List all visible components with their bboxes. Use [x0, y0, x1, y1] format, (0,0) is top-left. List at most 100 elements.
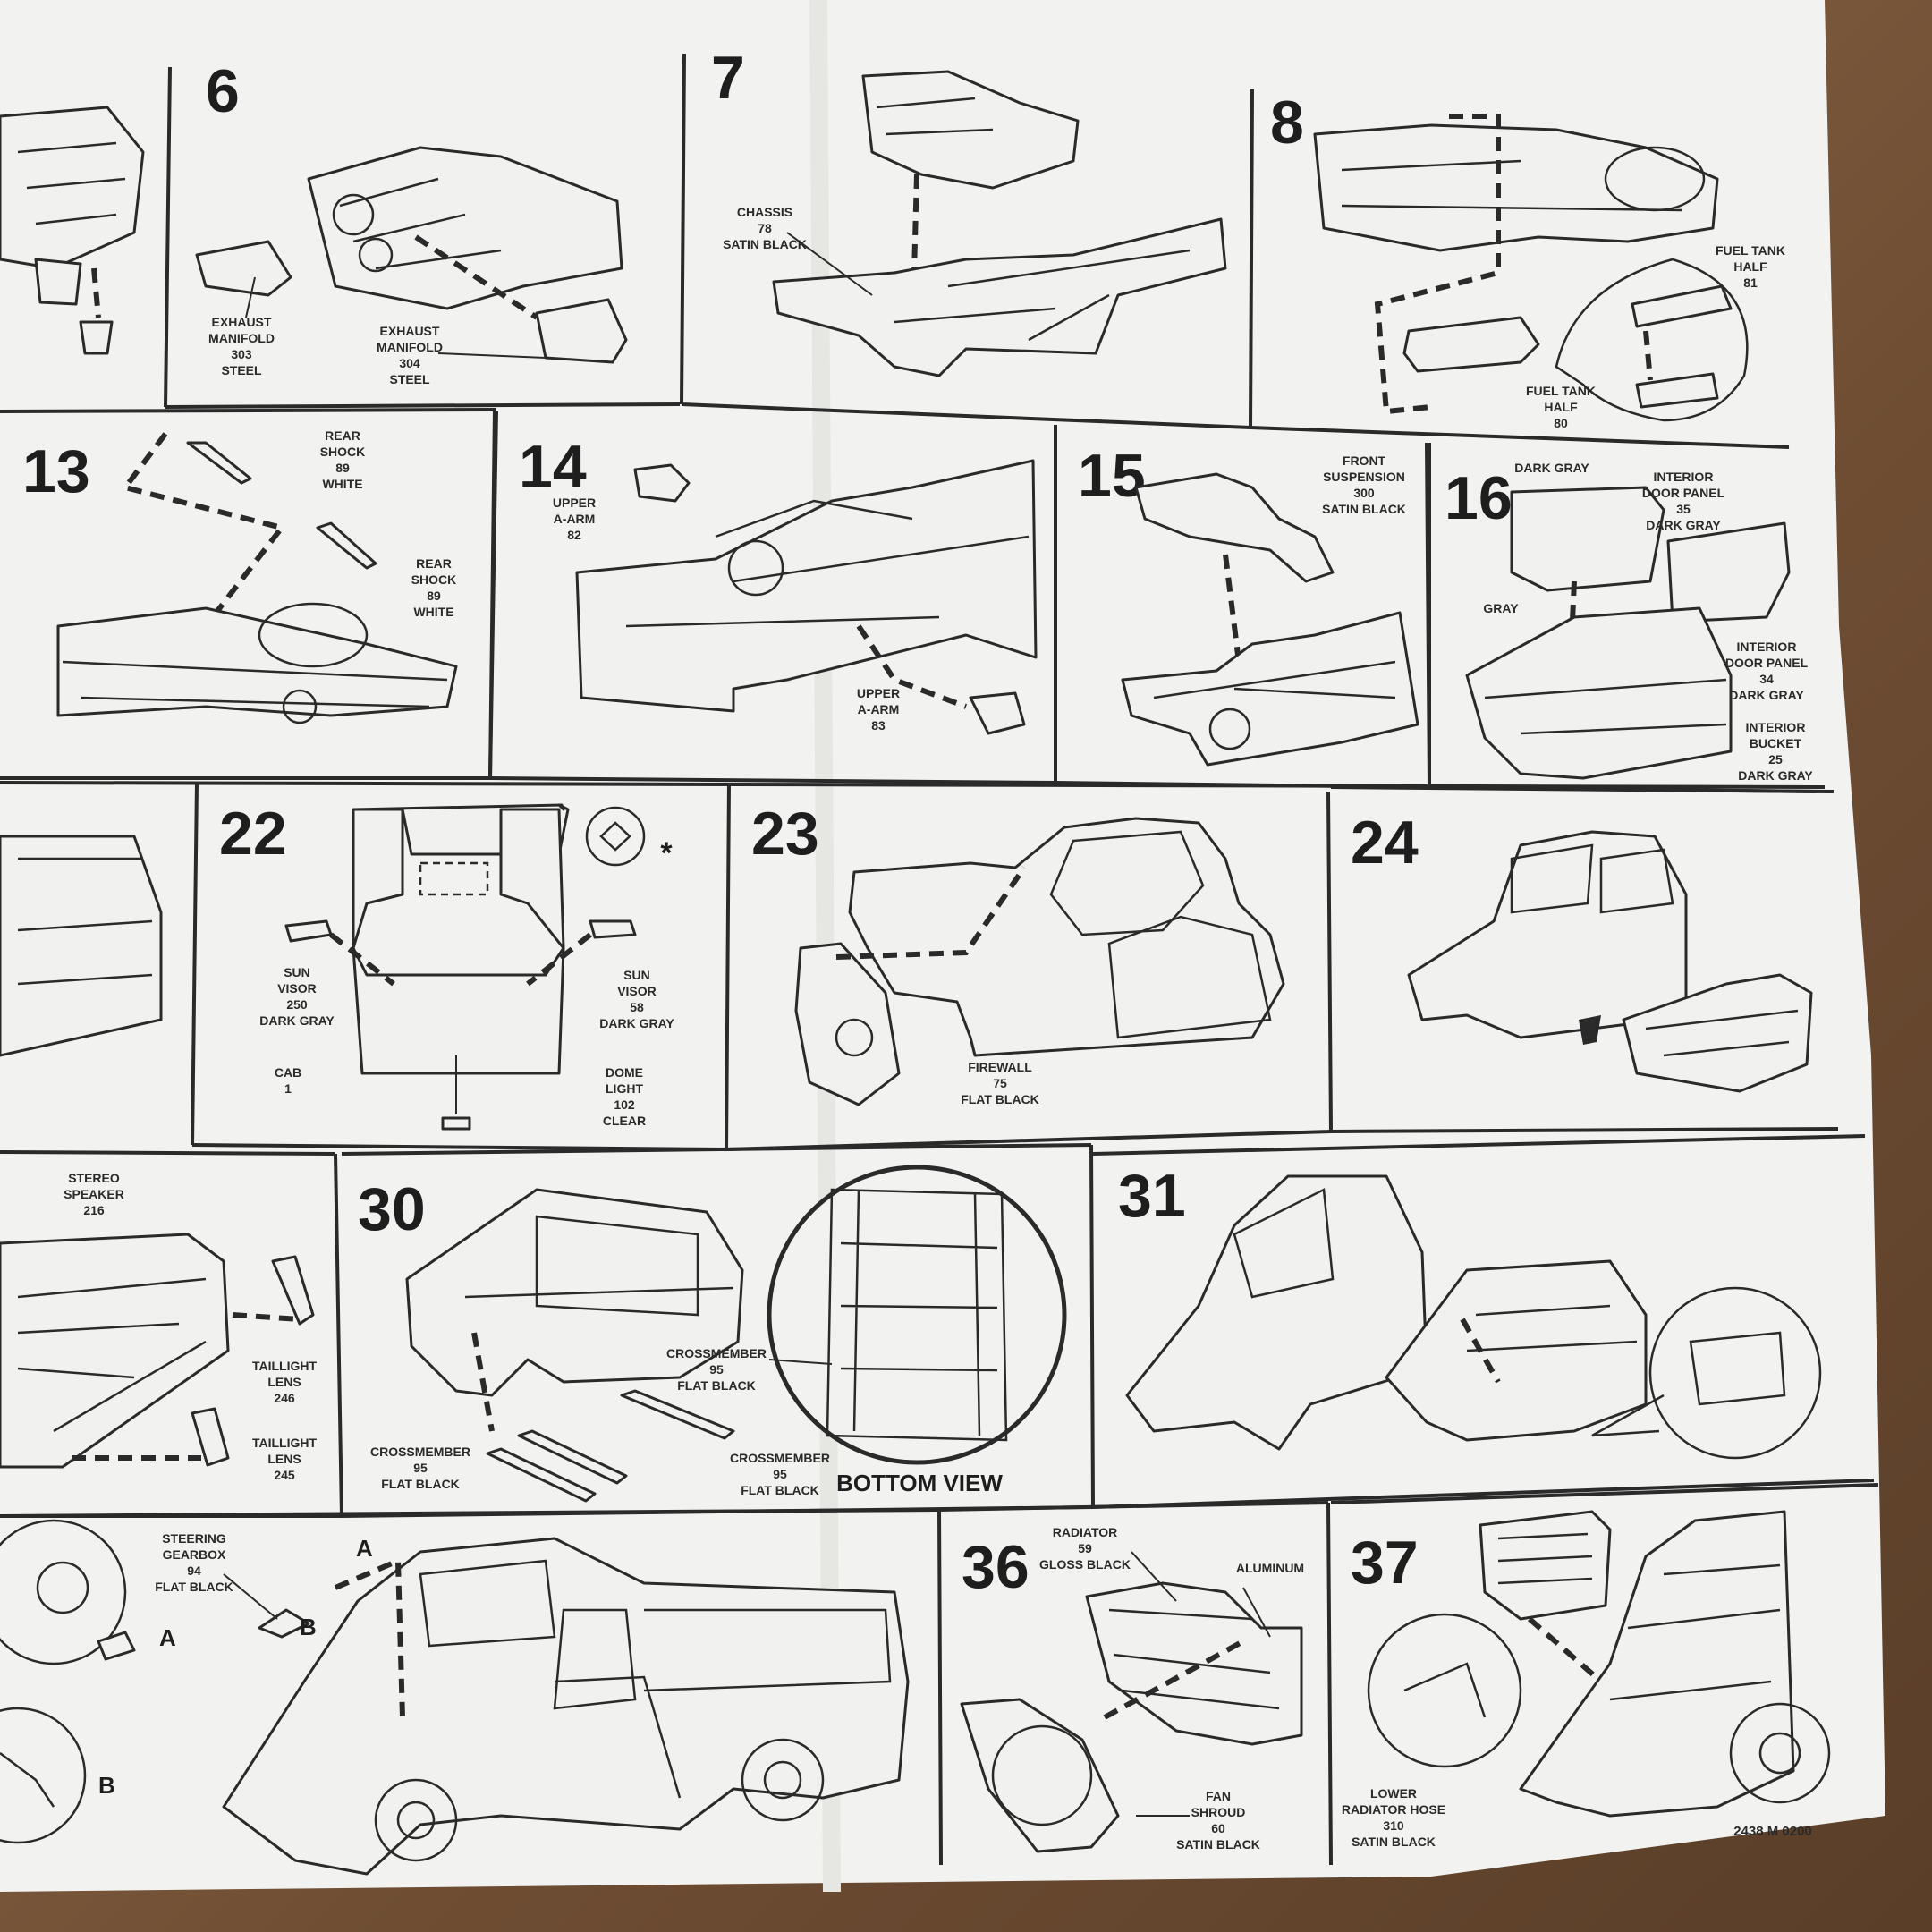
step-number: 6 [206, 57, 240, 125]
part-label: DARK GRAY [1514, 461, 1589, 475]
part-label-line: DARK GRAY [1738, 768, 1813, 783]
part-label-line: 89 [335, 461, 350, 475]
step-number: 31 [1118, 1162, 1186, 1230]
part-label: STEREO SPEAKER 216 [64, 1171, 124, 1217]
part-label-line: 95 [773, 1467, 787, 1481]
part-label-line: 75 [993, 1076, 1007, 1090]
part-label-line: STEREO [68, 1171, 120, 1185]
part-label-line: WHITE [413, 605, 453, 619]
part-label-line: SATIN BLACK [1176, 1837, 1260, 1852]
part-label-line: 303 [231, 347, 252, 361]
part-label-line: 35 [1676, 502, 1690, 516]
step-37: 37 [1330, 1483, 1879, 1818]
part-label-line: SUSPENSION [1323, 470, 1405, 484]
step-6: 6 [165, 53, 686, 409]
step-number: 24 [1351, 809, 1419, 877]
part-label-line: CAB [275, 1065, 301, 1080]
part-label-line: FRONT [1343, 453, 1386, 468]
part-label-line: DARK GRAY [1646, 518, 1721, 532]
part-label-line: WHITE [322, 477, 362, 491]
part-label-line: FAN [1206, 1789, 1231, 1803]
step-number: 15 [1078, 442, 1146, 510]
callout-marker: B [98, 1772, 115, 1799]
asterisk: * [660, 836, 673, 870]
part-label-line: DARK GRAY [1514, 461, 1589, 475]
part-label-line: 1 [284, 1081, 292, 1096]
part-label-line: VISOR [277, 981, 317, 996]
part-label-line: GEARBOX [163, 1547, 226, 1562]
step-22: 22 * * [191, 782, 731, 1151]
part-label-line: EXHAUST [380, 324, 440, 338]
part-label-line: 80 [1554, 416, 1568, 430]
callout-marker: A [356, 1535, 373, 1562]
part-label-line: GRAY [1483, 601, 1519, 615]
part-label-line: A-ARM [554, 512, 596, 526]
part-label-line: DARK GRAY [259, 1013, 335, 1028]
part-label-line: DARK GRAY [1729, 688, 1804, 702]
part-label-line: SUN [284, 965, 310, 979]
bottom-view-circle [767, 1165, 1067, 1465]
part-label-line: 60 [1211, 1821, 1225, 1835]
part-label-line: STEEL [221, 363, 262, 377]
part-label-line: FLAT BLACK [961, 1092, 1039, 1106]
step-number: 14 [519, 433, 587, 501]
step-8: 8 [1250, 89, 1790, 449]
part-label-line: 216 [83, 1203, 105, 1217]
part-label: GRAY [1483, 601, 1519, 615]
part-label-line: 245 [274, 1468, 295, 1482]
step-16: 16 [1428, 443, 1817, 793]
callout-marker: A [159, 1624, 176, 1651]
part-label-line: LENS [267, 1375, 301, 1389]
step-31: 31 [1092, 1134, 1875, 1509]
step-number: 36 [962, 1533, 1030, 1601]
part-label-line: DOOR PANEL [1642, 486, 1725, 500]
part-label-line: 34 [1759, 672, 1774, 686]
part-label-line: 300 [1353, 486, 1375, 500]
part-label-line: DOOR PANEL [1725, 656, 1809, 670]
part-label-line: RADIATOR HOSE [1342, 1802, 1445, 1817]
part-label-line: ALUMINUM [1236, 1561, 1304, 1575]
part-label-line: FLAT BLACK [677, 1378, 756, 1393]
step-23: 23 [725, 791, 1333, 1151]
part-label-line: GLOSS BLACK [1039, 1557, 1131, 1572]
step-number: 23 [751, 800, 819, 868]
part-label-line: 95 [709, 1362, 724, 1377]
part-label-line: UPPER [857, 686, 900, 700]
part-label-line: 250 [286, 997, 308, 1012]
step-36: 36 [938, 1501, 1333, 1866]
step-number: 22 [219, 800, 287, 868]
part-label-line: 81 [1743, 275, 1758, 290]
step-29-partial [0, 1150, 343, 1518]
step-15: 15 [1054, 425, 1431, 789]
part-label-line: FLAT BLACK [741, 1483, 819, 1497]
part-label-line: LIGHT [606, 1081, 643, 1096]
arrow-icon [1579, 1015, 1601, 1045]
part-label-line: SPEAKER [64, 1187, 124, 1201]
footer-code: 2438 M 0200 [1733, 1824, 1812, 1839]
step-number: 37 [1351, 1529, 1419, 1597]
part-label-line: 59 [1078, 1541, 1092, 1555]
part-label-line: BUCKET [1750, 736, 1802, 750]
part-label-line: EXHAUST [212, 315, 272, 329]
part-label-line: CROSSMEMBER [666, 1346, 767, 1360]
symmetry-icon [585, 806, 646, 867]
part-label-line: SHOCK [320, 445, 366, 459]
part-label-line: SATIN BLACK [1352, 1835, 1436, 1849]
part-label-line: 78 [758, 221, 772, 235]
part-label-line: DARK GRAY [599, 1016, 674, 1030]
part-label-line: CROSSMEMBER [370, 1445, 470, 1459]
step-number: 8 [1270, 89, 1304, 157]
